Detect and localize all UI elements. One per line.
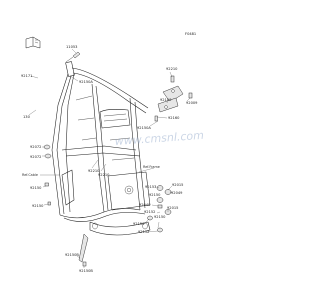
bolt-icon (154, 75, 193, 122)
part-label: 92150 (32, 204, 44, 208)
ref-frame-label: Ref.Frame (143, 165, 160, 169)
part-label: 92150B (79, 269, 93, 273)
part-label: 92160 (168, 116, 180, 120)
part-label: 92150A (137, 126, 151, 130)
part-label: 92153 (145, 185, 156, 189)
ref-cable-label: Ref.Cable (22, 173, 38, 177)
part-label: 92150 (149, 193, 161, 197)
part-label: 92210 (88, 169, 100, 173)
leader-lines (28, 48, 191, 268)
part-label: 92171 (21, 74, 32, 78)
part-label: 11053 (66, 45, 77, 49)
part-label: 92210 (166, 67, 178, 71)
part-label: 92152 (144, 210, 155, 214)
part-labels: 11053 92171 92150A 130 92210 92150 92009… (21, 45, 198, 273)
part-label: 130 (23, 115, 31, 119)
page-code: F0481 (185, 32, 196, 36)
exploded-parts-diagram: F0481 (21, 32, 204, 273)
part-label: 92150 (160, 98, 172, 102)
part-label: 92049 (171, 191, 183, 195)
part-label: 92015 (172, 183, 183, 187)
watermark: www.cmsnl.com (114, 129, 204, 148)
engine-mount-bracket (157, 85, 184, 113)
part-label: 92150 (133, 222, 145, 226)
part-label: 92150 (30, 186, 42, 190)
long-bolt-icon (65, 51, 81, 63)
swingarm-bolt-icon (78, 233, 89, 267)
part-label: 92009 (186, 101, 198, 105)
part-label: 92150 (154, 215, 166, 219)
frame-drawing (51, 61, 151, 236)
part-label: 92152 (138, 230, 149, 234)
part-label: 92072 (30, 155, 41, 159)
part-label: 92150A (79, 80, 93, 84)
reference-labels: Ref.Frame Ref.Cable (22, 165, 160, 177)
part-label: 92150B (65, 253, 79, 257)
book-icon (25, 36, 41, 49)
part-label: 92210 (98, 173, 110, 177)
part-label: 92049 (139, 203, 151, 207)
part-label: 92072 (30, 145, 41, 149)
part-label: 92015 (167, 206, 178, 210)
